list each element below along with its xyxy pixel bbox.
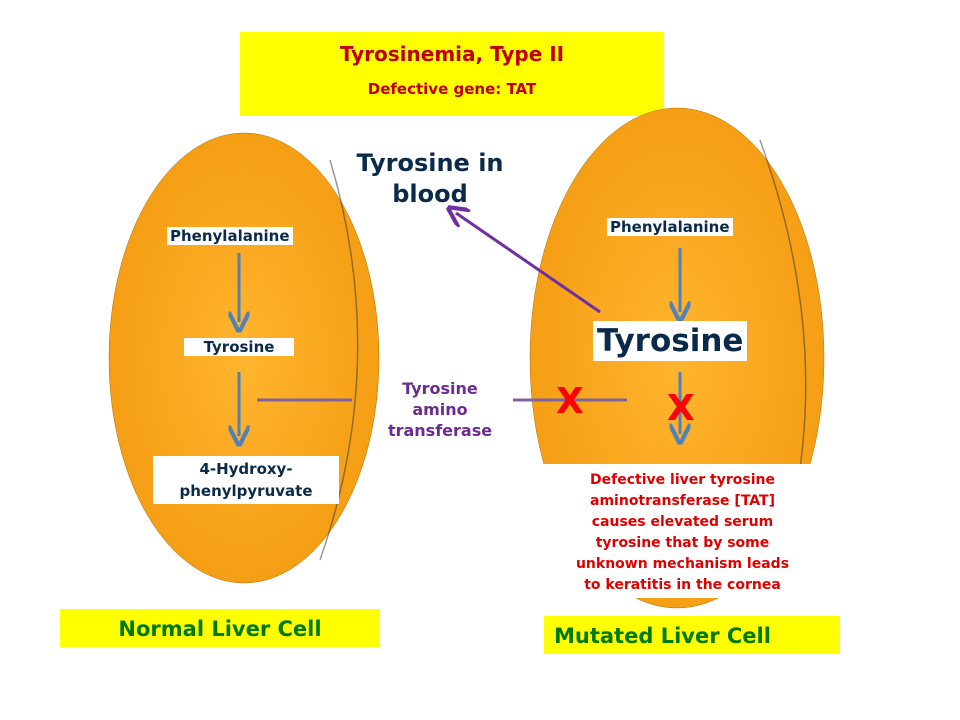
- normal-hpp-label: 4-Hydroxy- phenylpyruvate: [153, 456, 339, 504]
- enzyme-label-line-1: Tyrosine: [402, 379, 478, 398]
- mutated-phenylalanine-label: Phenylalanine: [607, 218, 733, 236]
- hpp-label-line-1: 4-Hydroxy-: [199, 460, 293, 478]
- defect-note-line-6: to keratitis in the cornea: [584, 577, 781, 593]
- enzyme-label: Tyrosine amino transferase: [372, 378, 508, 441]
- blood-label-line-1: Tyrosine in: [356, 149, 504, 177]
- hpp-label-line-2: phenylpyruvate: [179, 482, 313, 500]
- defect-note-line-3: causes elevated serum: [591, 514, 774, 530]
- defect-note-line-2: aminotransferase [TAT]: [590, 493, 775, 509]
- defect-note-line-4: tyrosine that by some: [595, 535, 770, 551]
- normal-phenylalanine-label: Phenylalanine: [167, 227, 293, 245]
- defect-note-line-5: unknown mechanism leads: [575, 556, 790, 572]
- blood-label-line-2: blood: [392, 180, 468, 208]
- diagram-subtitle: Defective gene: TAT: [367, 80, 537, 98]
- normal-tyrosine-label: Tyrosine: [184, 338, 294, 356]
- normal-cell-shadow: [319, 159, 359, 561]
- defect-note: Defective liver tyrosine aminotransferas…: [540, 470, 825, 596]
- tyrosine-in-blood-label: Tyrosine in blood: [330, 148, 530, 210]
- defect-note-background: [540, 464, 825, 598]
- enzyme-label-line-2: amino: [412, 400, 468, 419]
- normal-cell-caption: Normal Liver Cell: [60, 609, 380, 647]
- arrow-tyrosine-to-blood: [456, 213, 601, 314]
- enzyme-block-x-mark: X: [556, 381, 584, 422]
- pathway-block-x-mark: X: [667, 388, 695, 429]
- enzyme-label-line-3: transferase: [387, 421, 493, 440]
- mutated-cell-caption: Mutated Liver Cell: [544, 616, 840, 654]
- mutated-tyrosine-label: Tyrosine: [593, 321, 748, 361]
- defect-note-line-1: Defective liver tyrosine: [590, 472, 775, 488]
- diagram-title: Tyrosinemia, Type II: [339, 42, 565, 66]
- title-banner: Tyrosinemia, Type II Defective gene: TAT: [240, 32, 664, 116]
